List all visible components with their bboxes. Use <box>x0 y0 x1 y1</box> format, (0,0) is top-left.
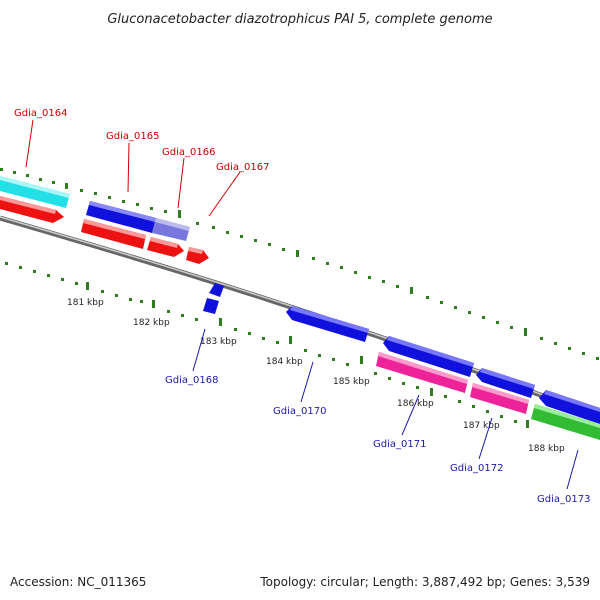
gene-blue-0168[interactable] <box>203 298 219 314</box>
label-gdia-0172[interactable]: Gdia_0172 <box>450 463 503 474</box>
label-gdia-0165[interactable]: Gdia_0165 <box>106 131 159 142</box>
gene-blue-0172a[interactable] <box>476 368 535 398</box>
label-gdia-0166[interactable]: Gdia_0166 <box>162 147 215 158</box>
label-gdia-0164[interactable]: Gdia_0164 <box>14 108 67 119</box>
kbp-184: 184 kbp <box>266 357 303 367</box>
gene-blue-0173a[interactable] <box>539 390 600 424</box>
map-title: Gluconacetobacter diazotrophicus PAI 5, … <box>107 12 492 27</box>
label-gdia-0171[interactable]: Gdia_0171 <box>373 439 426 450</box>
inner-tick-ring <box>5 262 529 428</box>
gene-blue-0171a[interactable] <box>383 336 474 377</box>
gene-green-0173[interactable] <box>531 404 600 440</box>
reverse-gene-labels: Gdia_0168 Gdia_0170 Gdia_0171 Gdia_0172 … <box>165 328 590 505</box>
kbp-181: 181 kbp <box>67 298 104 308</box>
kbp-188: 188 kbp <box>528 444 565 454</box>
outer-tick-ring <box>0 168 599 360</box>
forward-gene-labels: Gdia_0164 Gdia_0165 Gdia_0166 Gdia_0167 <box>14 108 269 217</box>
gene-blue-0165[interactable] <box>86 201 156 233</box>
topology-label: Topology: circular; Length: 3,887,492 bp… <box>259 575 590 589</box>
kbp-183: 183 kbp <box>200 337 237 347</box>
label-gdia-0170[interactable]: Gdia_0170 <box>273 406 326 417</box>
label-gdia-0167[interactable]: Gdia_0167 <box>216 162 269 173</box>
gene-blue-small-a[interactable] <box>209 283 224 297</box>
kbp-182: 182 kbp <box>133 318 170 328</box>
kbp-185: 185 kbp <box>333 377 370 387</box>
accession-label: Accession: NC_011365 <box>10 575 146 589</box>
gene-blue-light-0166[interactable] <box>152 218 190 241</box>
label-gdia-0173[interactable]: Gdia_0173 <box>537 494 590 505</box>
kbp-187: 187 kbp <box>463 421 500 431</box>
gene-features-reverse <box>203 283 600 440</box>
gene-blue-0170[interactable] <box>286 306 369 342</box>
label-gdia-0168[interactable]: Gdia_0168 <box>165 375 218 386</box>
gene-features-forward <box>0 176 209 264</box>
